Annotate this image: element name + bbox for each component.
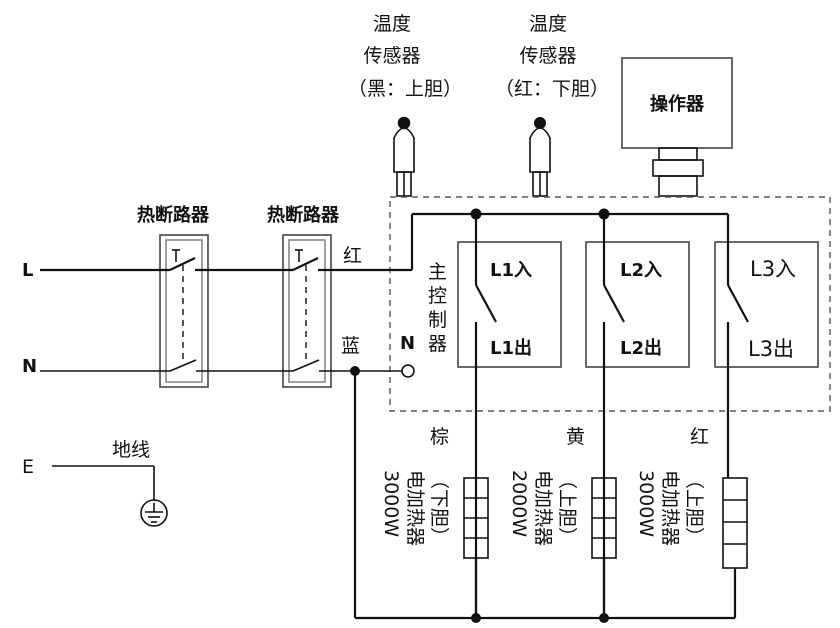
wire-color-red-2: 红 — [690, 426, 709, 448]
temperature-sensor-upper: 温度 传感器 （黑：上胆） — [348, 13, 462, 197]
relay-l1-in: L1入 — [490, 260, 532, 281]
neutral-wire — [40, 359, 735, 620]
heater-1-power: 3000W — [380, 470, 402, 537]
thermal-breaker-1 — [159, 234, 209, 388]
terminal-l-label: L — [22, 260, 33, 281]
heater-3-power: 3000W — [635, 470, 657, 537]
heater-1-location: （下胆） — [428, 470, 450, 546]
breaker-label-1: 热断路器 — [137, 204, 210, 226]
controller-label: 主 控 制 器 — [428, 261, 447, 355]
relay-l3-out: L3出 — [748, 337, 794, 361]
wire-color-brown: 棕 — [430, 426, 449, 448]
heater-1-type: 电加热器 — [404, 470, 426, 546]
thermal-breaker-2 — [282, 234, 332, 388]
sensor-probe-upper — [393, 116, 415, 197]
heater-2: 2000W 电加热器 （上胆） — [508, 470, 617, 618]
controller-char-1: 主 — [428, 261, 447, 283]
sensor-upper-line2: 传感器 — [363, 45, 420, 67]
live-wire — [40, 212, 728, 272]
relay-l1-out: L1出 — [490, 337, 532, 359]
terminal-e-label: E — [22, 456, 34, 478]
heater-2-location: （上胆） — [556, 470, 578, 546]
sensor-probe-lower — [529, 117, 551, 197]
sensor-lower-line3: （红：下胆） — [495, 78, 609, 100]
relay-l2: L2入 L2出 — [585, 208, 690, 623]
main-controller-box — [389, 196, 831, 412]
ground-symbol — [52, 465, 168, 527]
relay-l2-out: L2出 — [620, 337, 662, 359]
relay-l3-in: L3入 — [750, 257, 796, 281]
operator-label: 操作器 — [650, 93, 705, 115]
sensor-lower-line2: 传感器 — [519, 45, 576, 67]
wire-color-yellow: 黄 — [566, 426, 585, 448]
operator-unit: 操作器 — [621, 57, 733, 197]
controller-char-4: 器 — [428, 333, 447, 355]
ground-label: 地线 — [112, 439, 150, 461]
relay-l1: L1入 L1出 — [457, 208, 562, 623]
controller-char-2: 控 — [428, 285, 447, 307]
heater-3-location: （上胆） — [683, 470, 705, 546]
temperature-sensor-lower: 温度 传感器 （红：下胆） — [495, 13, 609, 197]
sensor-upper-line1: 温度 — [373, 13, 411, 35]
controller-n-terminal — [401, 364, 415, 378]
controller-char-3: 制 — [428, 309, 447, 331]
breaker-label-2: 热断路器 — [267, 204, 340, 226]
sensor-upper-line3: （黑：上胆） — [348, 78, 462, 100]
sensor-lower-line1: 温度 — [529, 13, 567, 35]
heater-2-power: 2000W — [508, 470, 530, 537]
relay-l3: L3入 L3出 — [714, 214, 819, 478]
heater-3-type: 电加热器 — [659, 470, 681, 546]
wire-color-blue: 蓝 — [341, 335, 360, 357]
controller-n-label: N — [400, 333, 415, 354]
relay-l2-in: L2入 — [620, 260, 662, 281]
terminal-n-label: N — [22, 356, 37, 377]
heater-1: 3000W 电加热器 （下胆） — [380, 470, 489, 618]
heater-2-type: 电加热器 — [532, 470, 554, 546]
wire-color-red: 红 — [343, 245, 362, 267]
heater-3: 3000W 电加热器 （上胆） — [635, 470, 748, 618]
